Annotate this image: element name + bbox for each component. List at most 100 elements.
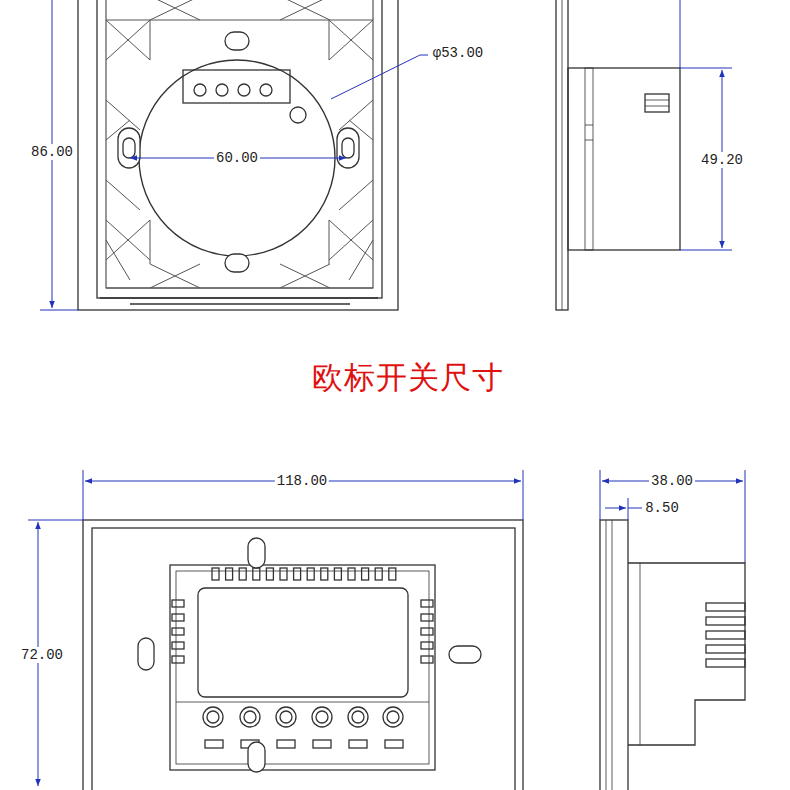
us-front-view [352, 711, 364, 723]
us-side-view [706, 617, 745, 625]
eu-side-view [585, 125, 593, 140]
eu-front-view [225, 254, 249, 272]
eu-side-view [562, 0, 563, 310]
dimension-value: 72.00 [19, 647, 65, 663]
dimension-value: 60.00 [214, 150, 260, 166]
vent-slots [294, 568, 301, 580]
us-front-view [176, 571, 429, 764]
dimension-lines [680, 250, 732, 251]
dimension-lines [628, 508, 642, 509]
us-front-view [198, 588, 408, 697]
eu-front-view [106, 20, 150, 280]
eu-front-view [78, 0, 398, 310]
eu-side-view [645, 100, 669, 106]
eu-front-view [150, 0, 330, 288]
dimension-value: 118.00 [275, 473, 329, 489]
vent-slots [172, 642, 184, 649]
dimension-lines [40, 310, 78, 311]
eu-front-view [78, 0, 398, 310]
eu-front-view [123, 138, 135, 158]
vent-slots [172, 568, 433, 748]
us-side-view [628, 563, 745, 745]
eu-front-view [225, 32, 249, 50]
dimension-value: 86.00 [29, 144, 75, 160]
vent-slots [172, 656, 184, 663]
us-front-view [207, 711, 219, 723]
dimension-lines [331, 55, 420, 99]
dimension-lines [605, 508, 626, 509]
vent-slots [421, 656, 433, 663]
vent-slots [321, 568, 328, 580]
eu-front-view [118, 128, 140, 168]
eu-front-view [290, 107, 306, 123]
dimension-lines [28, 470, 745, 786]
dimension-lines [680, 68, 732, 69]
dimension-lines [28, 520, 83, 521]
us-front-view [83, 520, 523, 790]
vent-slots [421, 628, 433, 635]
vent-slots [239, 568, 246, 580]
us-front-view [387, 711, 399, 723]
us-side-view [640, 563, 641, 745]
us-front-view [203, 707, 223, 727]
us-front-view [280, 711, 292, 723]
vent-slots [421, 614, 433, 621]
eu-side-view [556, 0, 680, 310]
dimension-lines [83, 470, 84, 520]
vent-slots [362, 568, 369, 580]
us-front-view [348, 707, 368, 727]
dimension-lines [600, 470, 601, 520]
eu-front-view [329, 20, 373, 280]
vent-slots [172, 600, 184, 607]
eu-front-view [106, 0, 373, 288]
eu-front-view [97, 0, 382, 298]
us-front-view [276, 707, 296, 727]
eu-side-view [645, 94, 669, 112]
vent-slots [172, 614, 184, 621]
vent-slots [253, 568, 260, 580]
us-side-view [706, 603, 745, 611]
dimension-value: φ53.00 [431, 45, 485, 61]
vent-slots [307, 568, 314, 580]
vent-slots [348, 568, 355, 580]
eu-side-view [680, 0, 681, 68]
us-front-view [176, 702, 429, 703]
us-side-view [706, 645, 745, 653]
us-front-view [92, 528, 515, 790]
us-side-view [606, 520, 607, 790]
us-front-view [248, 742, 265, 772]
vent-slots [226, 568, 233, 580]
vent-slots [266, 568, 273, 580]
vent-slots [375, 568, 382, 580]
eu-front-view [106, 0, 373, 288]
vent-slots [212, 568, 219, 580]
vent-slots [334, 568, 341, 580]
vent-slots [280, 568, 287, 580]
vent-slots [421, 642, 433, 649]
eu-front-view [100, 298, 378, 304]
us-front-view [170, 565, 435, 770]
vent-slots [205, 740, 223, 748]
eu-front-view [183, 70, 290, 103]
eu-front-view [260, 84, 272, 96]
us-side-view [600, 520, 628, 790]
us-front-view [316, 711, 328, 723]
vent-slots [313, 740, 331, 748]
dimension-value: 8.50 [643, 500, 681, 516]
vent-slots [385, 740, 403, 748]
dimension-value: 38.00 [649, 473, 695, 489]
eu-side-view [585, 68, 593, 250]
eu-front-view [337, 128, 359, 168]
eu-front-view [194, 84, 206, 96]
vent-slots [172, 628, 184, 635]
us-side-view [600, 520, 745, 790]
dimension-lines [523, 470, 524, 520]
eu-side-view [556, 0, 568, 310]
us-side-view [612, 520, 613, 790]
vent-slots [349, 740, 367, 748]
us-front-view [244, 711, 256, 723]
dimension-value: 49.20 [699, 152, 745, 168]
us-front-view [138, 638, 154, 670]
us-front-view [312, 707, 332, 727]
dimension-lines [420, 55, 428, 56]
